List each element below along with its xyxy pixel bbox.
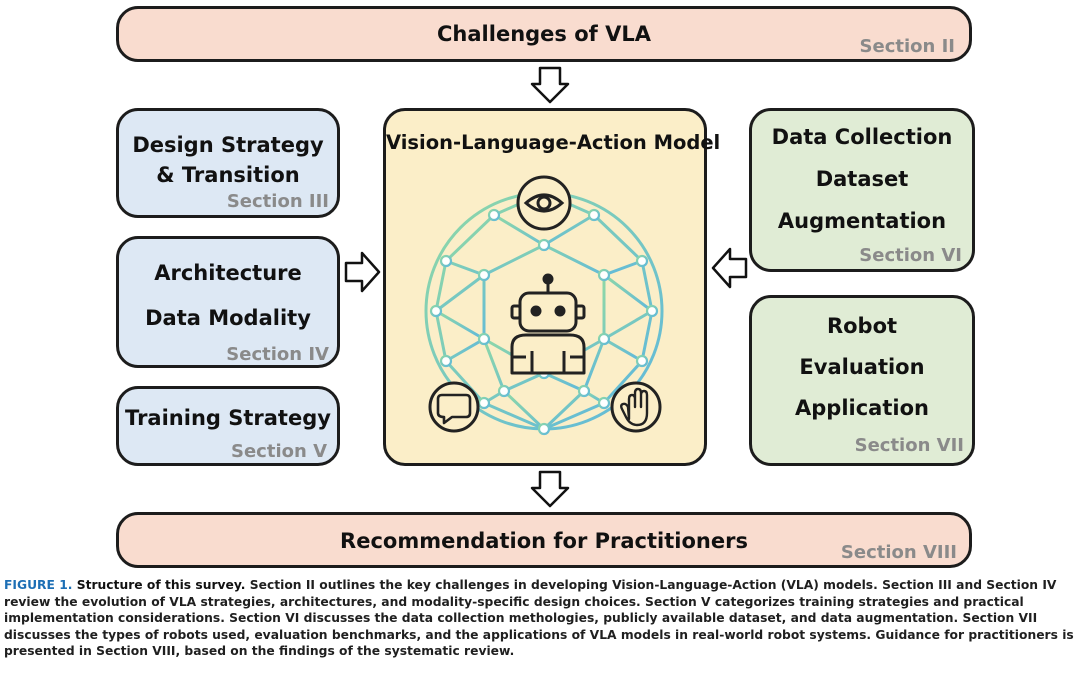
data-collection-line-3: Augmentation: [777, 209, 947, 233]
data-collection-line-2: Dataset: [815, 167, 909, 191]
chat-icon: [428, 381, 480, 433]
data-collection-section: Section VI: [859, 245, 962, 266]
caption-figure-label: FIGURE 1.: [4, 578, 73, 592]
hand-icon: [610, 381, 662, 433]
architecture-section: Section IV: [226, 344, 329, 365]
figure-caption: FIGURE 1. Structure of this survey. Sect…: [4, 577, 1076, 660]
robot-line-1: Robot: [826, 314, 898, 338]
left-arrow-right: [711, 247, 748, 289]
design-strategy-box: Design Strategy & Transition Section III: [116, 108, 340, 218]
architecture-line-2: Data Modality: [145, 306, 311, 330]
robot-box: Robot Evaluation Application Section VII: [749, 295, 975, 466]
vla-model-box: Vision-Language-Action Model: [383, 108, 721, 466]
data-collection-line-1: Data Collection: [771, 125, 953, 149]
design-strategy-line-1: Design Strategy: [132, 133, 324, 157]
recommendation-box: Recommendation for Practitioners Section…: [116, 512, 972, 568]
eye-icon: [516, 175, 572, 231]
right-arrow-left: [344, 251, 381, 293]
training-strategy-line-1: Training Strategy: [125, 406, 331, 430]
challenges-title: Challenges of VLA: [437, 22, 651, 46]
design-strategy-section: Section III: [226, 191, 329, 212]
down-arrow-top: [530, 66, 570, 104]
recommendation-title: Recommendation for Practitioners: [340, 529, 748, 553]
challenges-box: Challenges of VLA Section II: [116, 6, 972, 62]
data-collection-box: Data Collection Dataset Augmentation Sec…: [749, 108, 975, 272]
design-strategy-line-2: & Transition: [156, 163, 300, 187]
architecture-line-1: Architecture: [154, 261, 302, 285]
down-arrow-bottom: [530, 470, 570, 508]
caption-lead: Structure of this survey.: [76, 578, 246, 592]
vla-network: [424, 175, 664, 436]
challenges-section: Section II: [859, 36, 955, 57]
training-strategy-box: Training Strategy Section V: [116, 386, 340, 466]
caption-text: Section II outlines the key challenges i…: [4, 578, 1074, 659]
recommendation-section: Section VIII: [840, 542, 957, 563]
vla-model-title: Vision-Language-Action Model: [386, 131, 721, 154]
training-strategy-section: Section V: [231, 441, 327, 462]
robot-icon: [510, 273, 586, 375]
robot-line-3: Application: [795, 396, 929, 420]
architecture-box: Architecture Data Modality Section IV: [116, 236, 340, 368]
robot-line-2: Evaluation: [799, 355, 925, 379]
robot-section: Section VII: [854, 435, 964, 456]
